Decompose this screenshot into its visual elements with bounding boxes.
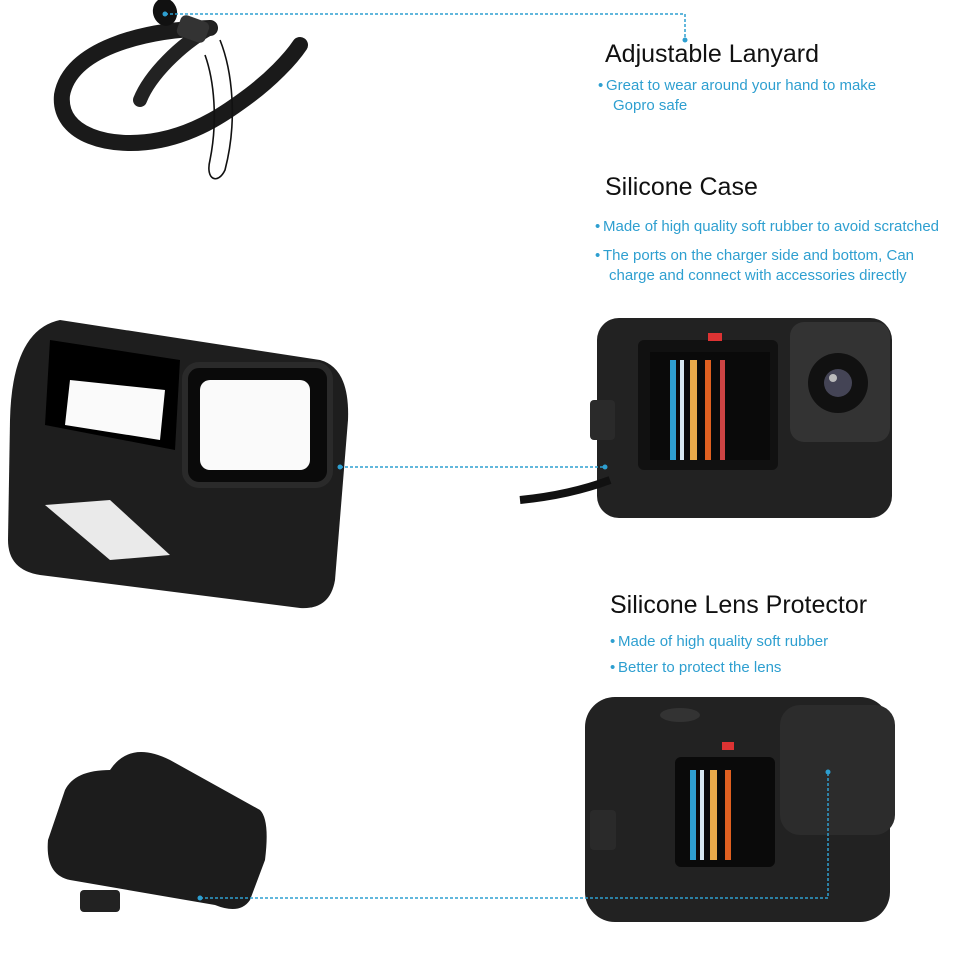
bullet-icon: • [595, 218, 601, 235]
case-bullet-2: •The ports on the charger side and botto… [595, 247, 915, 284]
bullet-icon: • [610, 633, 616, 650]
camera-in-case-image [519, 318, 892, 518]
lens-cap-image [47, 752, 267, 912]
case-title: Silicone Case [605, 173, 758, 201]
bullet-icon: • [595, 247, 601, 264]
case-bullet-1: •Made of high quality soft rubber to avo… [595, 218, 940, 235]
lens-protector-title: Silicone Lens Protector [610, 591, 868, 619]
lens-bullet-1: •Made of high quality soft rubber [610, 633, 829, 650]
callout-lines [165, 13, 829, 899]
lanyard-image [53, 0, 308, 180]
bullet-icon: • [598, 77, 604, 94]
bullet-icon: • [610, 659, 616, 676]
lens-bullet-2: •Better to protect the lens [610, 659, 782, 676]
lanyard-title: Adjustable Lanyard [605, 40, 820, 68]
empty-case-image [8, 320, 349, 609]
camera-with-cap-image [585, 697, 895, 922]
lanyard-bullet-1: •Great to wear around your hand to make … [598, 77, 877, 114]
